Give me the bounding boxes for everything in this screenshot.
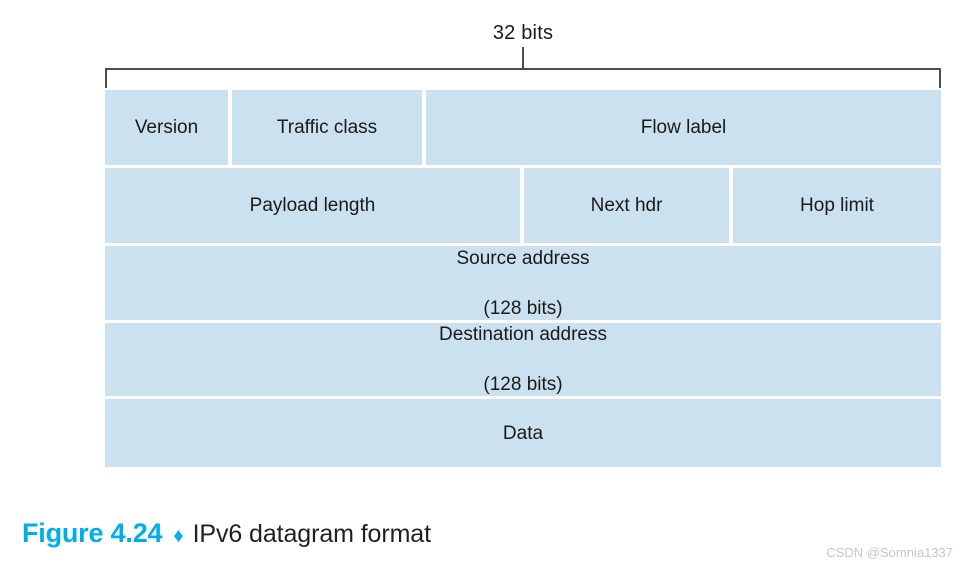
field-source-address: Source address (128 bits): [105, 246, 941, 320]
diamond-icon: ♦: [173, 525, 184, 547]
field-destination-address: Destination address (128 bits): [105, 323, 941, 396]
field-flow-label: Flow label: [426, 90, 941, 165]
width-bracket-rule: [105, 68, 941, 70]
figure-caption: Figure 4.24 ♦ IPv6 datagram format: [22, 518, 431, 549]
datagram-row-1: Version Traffic class Flow label: [105, 90, 941, 165]
watermark: CSDN @Somnia1337: [826, 545, 953, 560]
width-bracket-tick-left: [105, 68, 107, 88]
width-bracket-tick-right: [939, 68, 941, 88]
field-traffic-class: Traffic class: [232, 90, 422, 165]
datagram-row-5: Data: [105, 399, 941, 467]
datagram-row-4: Destination address (128 bits): [105, 323, 941, 396]
width-label: 32 bits: [492, 22, 554, 44]
field-payload-length: Payload length: [105, 168, 520, 243]
field-source-address-bits: (128 bits): [483, 297, 563, 319]
field-hop-limit: Hop limit: [733, 168, 941, 243]
field-source-address-label: Source address: [456, 247, 590, 269]
field-data: Data: [105, 399, 941, 467]
figure-number: Figure 4.24: [22, 518, 163, 548]
field-destination-address-label: Destination address: [439, 324, 607, 345]
datagram-row-3: Source address (128 bits): [105, 246, 941, 320]
ipv6-datagram-diagram: Version Traffic class Flow label Payload…: [105, 90, 941, 467]
datagram-row-2: Payload length Next hdr Hop limit: [105, 168, 941, 243]
width-center-tick: [522, 47, 524, 68]
field-next-hdr: Next hdr: [524, 168, 729, 243]
figure-title: IPv6 datagram format: [192, 520, 431, 548]
field-destination-address-bits: (128 bits): [483, 374, 563, 395]
width-annotation: 32 bits: [105, 20, 941, 88]
field-version: Version: [105, 90, 228, 165]
